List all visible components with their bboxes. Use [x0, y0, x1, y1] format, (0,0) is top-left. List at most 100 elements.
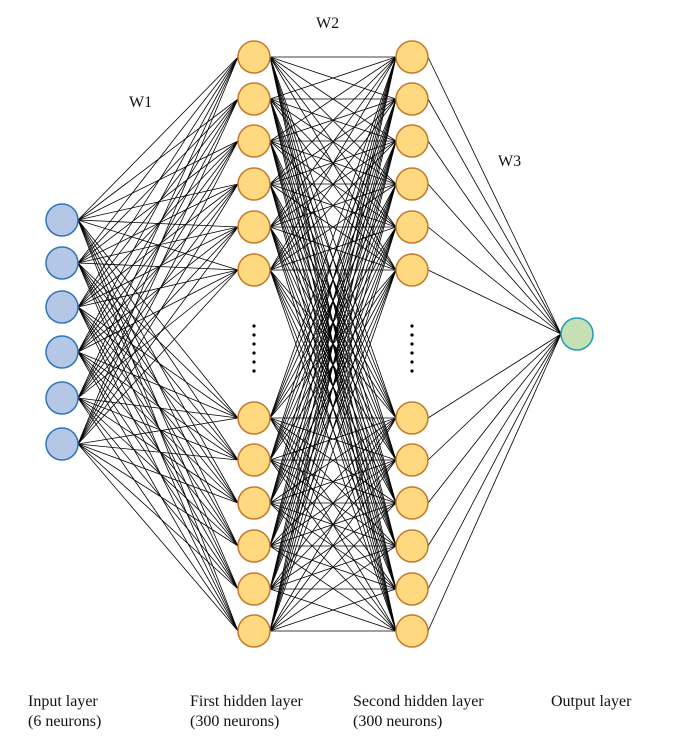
- connection-line: [77, 226, 239, 445]
- connection-line: [269, 140, 397, 271]
- connection-line: [427, 226, 562, 335]
- connection-line: [77, 269, 239, 399]
- connection-line: [269, 226, 397, 271]
- connection-line: [77, 183, 239, 399]
- connection-line: [427, 56, 562, 335]
- hidden1-neuron: [237, 401, 271, 435]
- connection-line: [427, 183, 562, 335]
- connection-line: [77, 306, 239, 547]
- connection-line: [77, 183, 239, 353]
- connection-line: [77, 226, 239, 353]
- connection-line: [77, 219, 239, 419]
- neuron-nodes: [45, 40, 594, 648]
- hidden1-neuron: [237, 529, 271, 563]
- connection-line: [77, 226, 239, 399]
- connection-line: [427, 140, 562, 335]
- connection-line: [269, 183, 397, 271]
- ellipsis-dot: [252, 342, 256, 346]
- connection-line: [77, 443, 239, 590]
- input-layer-count: (6 neurons): [28, 713, 102, 730]
- connection-line: [269, 56, 397, 461]
- connection-line: [77, 262, 239, 271]
- input-layer-title: Input layer: [28, 693, 98, 710]
- hidden2-neuron: [395, 401, 429, 435]
- connection-line: [269, 56, 397, 271]
- connection-line: [77, 443, 239, 504]
- connection-line: [269, 56, 397, 142]
- connection-line: [269, 545, 397, 632]
- first-hidden-layer-count: (300 neurons): [190, 713, 280, 730]
- connection-line: [77, 417, 239, 445]
- connection-line: [269, 56, 397, 547]
- connection-line: [269, 56, 397, 228]
- ellipsis-dot: [252, 333, 256, 337]
- output-layer-title: Output layer: [551, 693, 632, 710]
- connection-line: [77, 140, 239, 445]
- ellipsis-dot: [410, 360, 414, 364]
- connection-line: [269, 56, 397, 185]
- connection-line: [77, 56, 239, 221]
- output-neuron: [560, 317, 594, 351]
- first-hidden-layer-caption: First hidden layer (300 neurons): [190, 692, 303, 732]
- connection-line: [77, 183, 239, 445]
- connection-line: [269, 417, 397, 547]
- first-hidden-layer-title: First hidden layer: [190, 693, 303, 710]
- connection-line: [77, 443, 239, 547]
- connection-line: [77, 351, 239, 504]
- connection-line: [269, 417, 397, 461]
- connection-line: [77, 56, 239, 399]
- connection-line: [77, 397, 239, 632]
- connection-line: [77, 351, 239, 461]
- connection-line: [77, 306, 239, 590]
- hidden2-neuron: [395, 529, 429, 563]
- connection-line: [77, 306, 239, 461]
- ellipsis-dot: [252, 324, 256, 328]
- connection-line: [77, 397, 239, 547]
- connection-line: [427, 333, 562, 547]
- connection-line: [77, 56, 239, 353]
- hidden2-neuron: [395, 253, 429, 287]
- connection-line: [269, 140, 397, 632]
- input-neuron: [45, 246, 79, 280]
- hidden1-neuron: [237, 210, 271, 244]
- connection-line: [77, 140, 239, 308]
- connection-line: [269, 98, 397, 271]
- connection-line: [427, 333, 562, 590]
- hidden2-neuron: [395, 210, 429, 244]
- connection-line: [77, 269, 239, 445]
- connection-line: [77, 351, 239, 590]
- hidden2-neuron: [395, 486, 429, 520]
- connection-line: [269, 269, 397, 632]
- connection-line: [269, 417, 397, 590]
- ellipsis-dot: [410, 342, 414, 346]
- connection-line: [77, 183, 239, 308]
- ellipsis-dots: [252, 324, 414, 373]
- hidden1-neuron: [237, 486, 271, 520]
- hidden1-neuron: [237, 443, 271, 477]
- connection-line: [77, 98, 239, 399]
- connection-line: [427, 333, 562, 461]
- connection-line: [77, 306, 239, 504]
- hidden2-neuron: [395, 572, 429, 606]
- connection-line: [269, 56, 397, 632]
- connection-line: [269, 502, 397, 632]
- hidden2-neuron: [395, 167, 429, 201]
- hidden1-neuron: [237, 82, 271, 116]
- connection-line: [269, 56, 397, 504]
- ellipsis-dot: [252, 351, 256, 355]
- hidden1-neuron: [237, 614, 271, 648]
- connection-line: [77, 140, 239, 264]
- hidden2-neuron: [395, 82, 429, 116]
- connection-line: [77, 443, 239, 632]
- ellipsis-dot: [410, 351, 414, 355]
- input-neuron: [45, 427, 79, 461]
- connection-line: [77, 397, 239, 590]
- connection-line: [427, 333, 562, 504]
- input-neuron: [45, 335, 79, 369]
- connection-line: [269, 226, 397, 632]
- second-hidden-layer-caption: Second hidden layer (300 neurons): [353, 692, 484, 732]
- connection-line: [269, 98, 397, 632]
- connection-line: [77, 56, 239, 308]
- connection-line: [269, 56, 397, 100]
